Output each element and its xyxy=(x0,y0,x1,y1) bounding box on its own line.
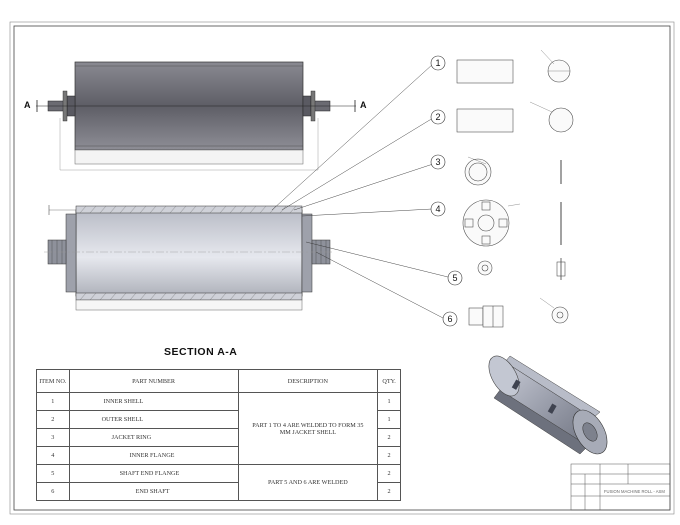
bom-part-number: END SHAFT xyxy=(68,482,239,501)
titleblock-drawing-name: FUSION MACHINE ROLL - ASM xyxy=(604,489,665,494)
bom-qty: 2 xyxy=(377,446,401,465)
table-row: 5 SHAFT END FLANGE PART 5 AND 6 ARE WELD… xyxy=(36,464,401,501)
bom-part-text: OUTER SHELL xyxy=(101,416,144,423)
bom-header-desc: DESCRIPTION xyxy=(237,369,379,393)
section-marker-left: A xyxy=(24,100,31,110)
bom-item-no: 2 xyxy=(36,410,70,429)
bom-item-no: 5 xyxy=(36,464,70,483)
balloon-3 xyxy=(430,154,446,170)
bom-qty: 2 xyxy=(377,464,401,483)
bom-item-no: 4 xyxy=(36,446,70,465)
bom-qty: 1 xyxy=(377,410,401,429)
balloon-1 xyxy=(430,55,446,71)
bom-qty: 2 xyxy=(377,482,401,501)
balloon-6-label: 6 xyxy=(447,314,452,324)
isometric-view xyxy=(488,355,608,455)
table-row: 6 END SHAFT 2 xyxy=(36,482,401,501)
balloon-5 xyxy=(447,270,463,286)
balloon-1-label: 1 xyxy=(435,58,440,68)
bom-part-text: INNER FLANGE xyxy=(129,452,175,459)
roll-front-view xyxy=(36,61,356,171)
bom-part-number: INNER SHELL xyxy=(68,392,239,411)
bom-part-number: SHAFT END FLANGE xyxy=(68,464,239,483)
bill-of-materials: ITEM NO. PART NUMBER DESCRIPTION QTY. 1 … xyxy=(36,369,401,501)
bom-part-number: JACKET RING xyxy=(68,428,239,447)
bom-header-item: ITEM NO. xyxy=(36,369,70,393)
section-a-a-view xyxy=(44,205,334,311)
bom-part-text: JACKET RING xyxy=(111,434,152,441)
section-title: SECTION A-A xyxy=(164,346,238,358)
outer-frame xyxy=(9,21,675,515)
bom-header-part: PART NUMBER xyxy=(68,369,239,393)
inner-frame xyxy=(13,25,671,511)
bom-part-number: OUTER SHELL xyxy=(68,410,239,429)
bom-qty: 1 xyxy=(377,392,401,411)
bom-description-group-1: PART 1 TO 4 ARE WELDED TO FORM 35 MM JAC… xyxy=(237,392,379,465)
balloon-leaders xyxy=(271,63,449,319)
table-row: 3 JACKET RING 2 xyxy=(36,428,401,447)
table-row: 1 INNER SHELL PART 1 TO 4 ARE WELDED TO … xyxy=(36,392,401,465)
bom-item-no: 1 xyxy=(36,392,70,411)
balloon-2 xyxy=(430,109,446,125)
section-marker-right: A xyxy=(360,100,367,110)
bom-header-row: ITEM NO. PART NUMBER DESCRIPTION QTY. xyxy=(36,369,401,393)
bom-header-qty: QTY. xyxy=(377,369,401,393)
balloon-5-label: 5 xyxy=(452,273,457,283)
balloon-4 xyxy=(430,201,446,217)
balloon-4-label: 4 xyxy=(435,204,440,214)
bom-description-group-2: PART 5 AND 6 ARE WELDED xyxy=(237,464,379,501)
bom-part-text: END SHAFT xyxy=(135,488,170,495)
bom-part-text: INNER SHELL xyxy=(103,398,144,405)
balloon-2-label: 2 xyxy=(435,112,440,122)
bom-item-no: 6 xyxy=(36,482,70,501)
part-detail-views xyxy=(456,49,574,328)
title-block xyxy=(570,463,671,511)
item-balloons: 1 2 3 4 5 6 xyxy=(430,55,463,327)
bom-part-text: SHAFT END FLANGE xyxy=(119,470,180,477)
balloon-6 xyxy=(442,311,458,327)
bom-qty: 2 xyxy=(377,428,401,447)
balloon-3-label: 3 xyxy=(435,157,440,167)
bom-part-number: INNER FLANGE xyxy=(68,446,239,465)
bom-item-no: 3 xyxy=(36,428,70,447)
